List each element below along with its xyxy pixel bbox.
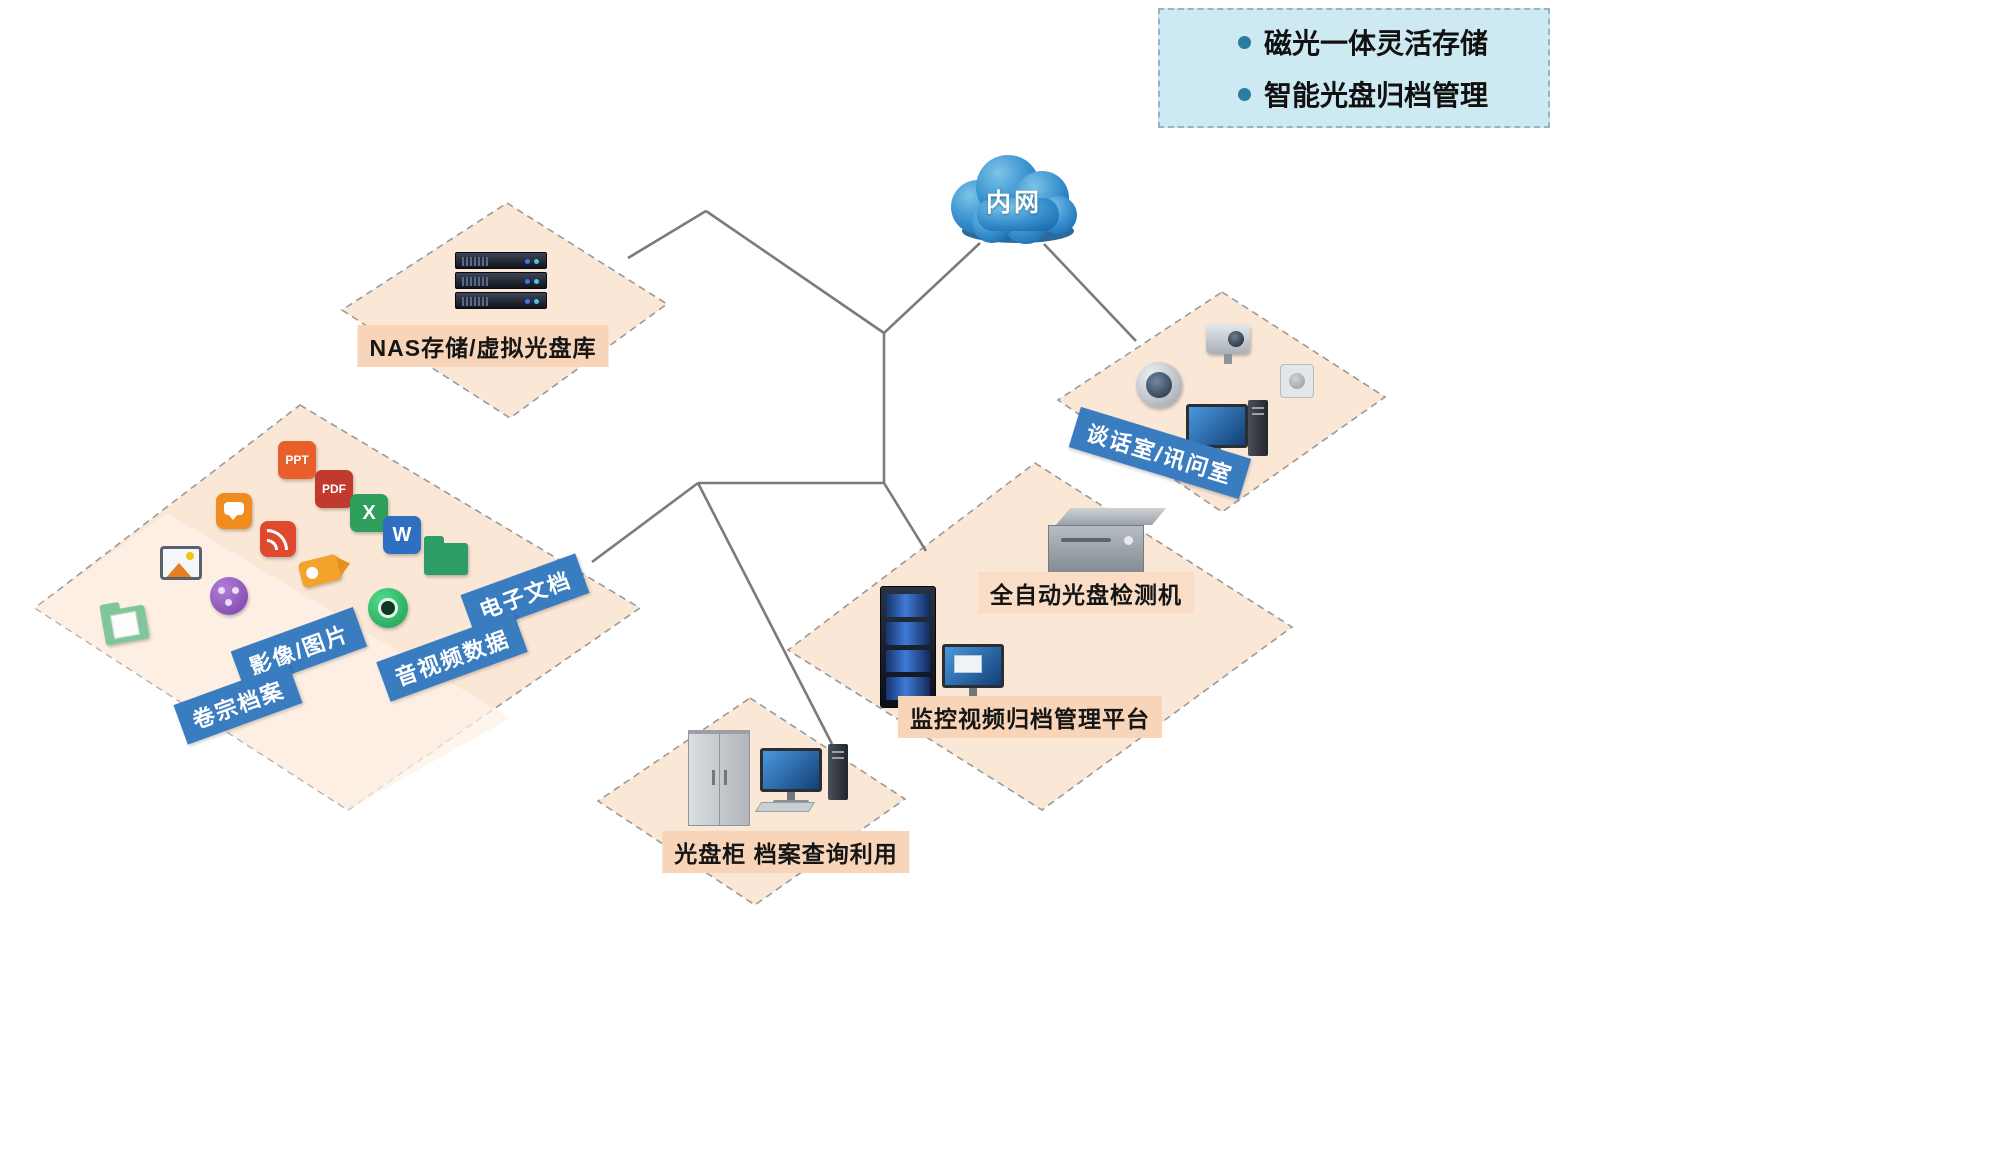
monitor-neck — [969, 688, 977, 696]
legend-item-archive: 智能光盘归档管理 — [1238, 74, 1548, 114]
monitor-screen — [1186, 404, 1248, 448]
rack-unit — [886, 594, 930, 617]
server-stack-icon — [455, 252, 547, 309]
server-led — [534, 259, 539, 264]
pc-tower-icon — [828, 744, 848, 800]
query-computer-icon — [760, 748, 822, 805]
interview-zone — [1056, 291, 1387, 513]
chat-icon — [216, 493, 252, 529]
detector-top-face — [1056, 508, 1167, 525]
disc-cabinet-icon — [688, 730, 750, 826]
monitor-neck — [787, 792, 795, 800]
bullet-icon — [1238, 35, 1251, 49]
nas-server-unit — [455, 292, 547, 309]
photo-icon — [160, 546, 202, 580]
connector-nas-junction — [627, 209, 707, 260]
intranet-cloud — [951, 155, 1077, 244]
detector-label: 全自动光盘检测机 — [978, 572, 1194, 614]
audio-icon — [260, 521, 296, 557]
server-led — [534, 299, 539, 304]
connector-cabinet — [696, 482, 834, 745]
ppt-file-icon: PPT — [278, 441, 316, 479]
speaker-icon — [1280, 364, 1314, 398]
bullet-icon — [1238, 87, 1251, 101]
cabinet-door — [720, 734, 750, 825]
cabinet-zone — [596, 697, 907, 906]
connector-data-sources — [591, 481, 699, 564]
legend-item-storage: 磁光一体灵活存储 — [1238, 22, 1548, 62]
nas-server-unit — [455, 272, 547, 289]
rack-unit — [886, 677, 930, 700]
app-ball-icon — [210, 577, 248, 615]
server-led — [534, 279, 539, 284]
connector-cloud-left — [883, 242, 981, 334]
cabinet-zone-label: 光盘柜 档案查询利用 — [662, 831, 910, 873]
monitor-window — [954, 655, 982, 673]
platform-label: 监控视频归档管理平台 — [898, 696, 1162, 738]
nas-zone — [340, 202, 669, 419]
nas-zone-label: NAS存储/虚拟光盘库 — [357, 325, 609, 367]
excel-file-icon: X — [350, 494, 388, 532]
connector-cloud-interview — [1043, 243, 1137, 342]
inspection-zone — [786, 462, 1294, 811]
connector-top-diagonal — [705, 209, 885, 335]
rack-unit — [886, 621, 930, 645]
legend-box: 磁光一体灵活存储 智能光盘归档管理 — [1158, 8, 1550, 128]
word-file-icon: W — [383, 516, 421, 554]
disc-detector-icon — [1048, 508, 1167, 573]
dome-camera-icon — [1136, 362, 1182, 408]
ptz-camera-icon — [1206, 324, 1250, 364]
keyboard-icon — [754, 802, 816, 812]
nas-server-unit — [455, 252, 547, 269]
folder-icon — [424, 536, 468, 575]
monitor-screen — [760, 748, 822, 792]
connector-lines — [591, 209, 1137, 745]
webcam-icon — [368, 588, 408, 628]
pdf-file-icon: PDF — [315, 470, 353, 508]
intranet-label: 内网 — [985, 189, 1043, 217]
connector-inspection — [882, 482, 928, 552]
rack-unit — [886, 649, 930, 673]
detector-front-face — [1048, 525, 1144, 573]
monitor-screen — [942, 644, 1004, 688]
legend-item-label: 磁光一体灵活存储 — [1264, 28, 1489, 59]
platform-monitor-icon — [942, 644, 1004, 701]
server-rack-icon — [880, 586, 936, 708]
legend-item-label: 智能光盘归档管理 — [1264, 80, 1489, 111]
cabinet-door — [689, 734, 720, 825]
pc-tower-icon — [1248, 400, 1268, 456]
